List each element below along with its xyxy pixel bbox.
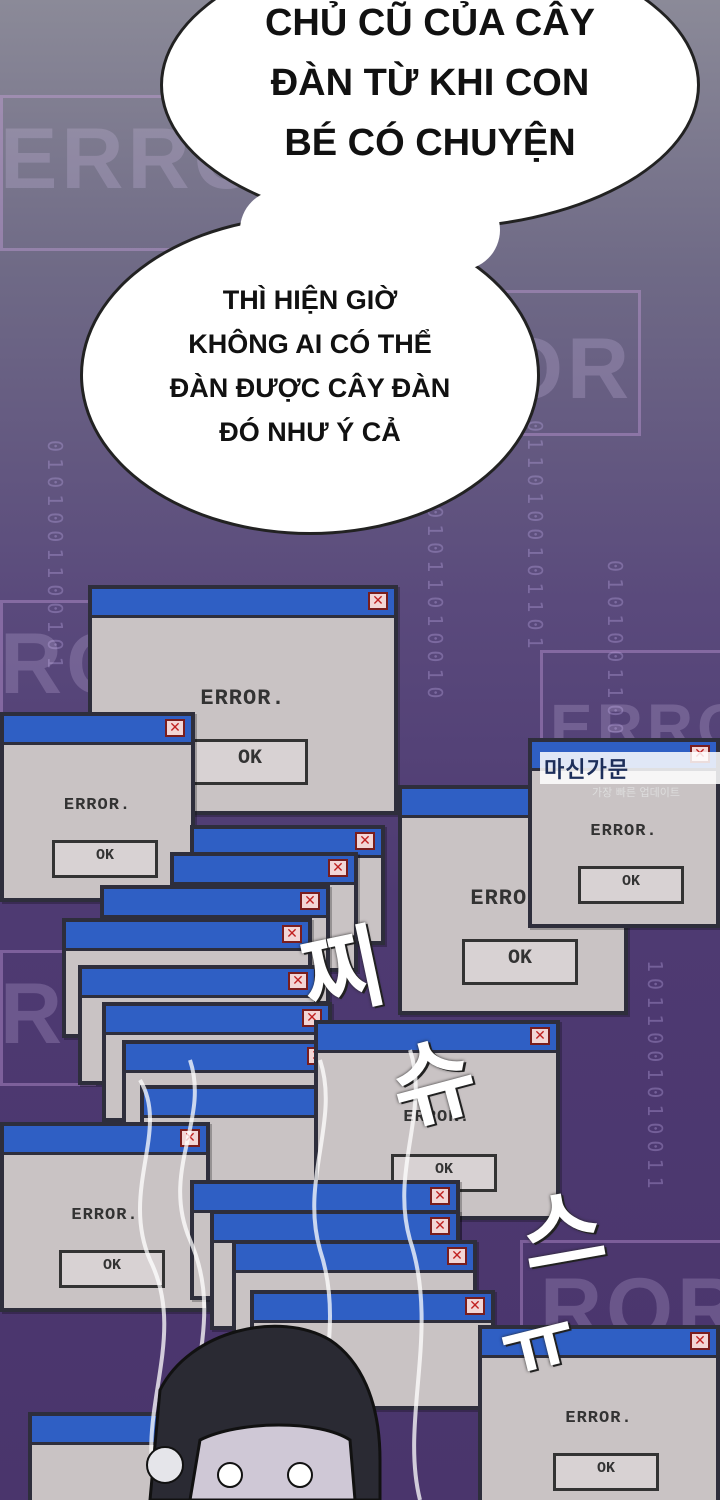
error-message: ERROR. — [403, 1108, 471, 1127]
dialog-title-bar[interactable]: ✕ — [4, 716, 191, 745]
close-icon[interactable]: ✕ — [430, 1187, 450, 1205]
close-icon[interactable]: ✕ — [355, 832, 375, 850]
error-message: ERROR. — [200, 686, 286, 711]
error-message: ERROR. — [63, 796, 132, 815]
error-message: ERROR. — [590, 822, 658, 841]
dialog-title-bar[interactable]: ✕ — [254, 1294, 491, 1323]
close-icon[interactable]: ✕ — [690, 1332, 710, 1350]
close-icon[interactable]: ✕ — [530, 1027, 550, 1045]
ok-button[interactable]: OK — [52, 840, 158, 878]
bubble-text-line: CHỦ CŨ CỦA CÂY — [264, 2, 596, 44]
bubble-join — [240, 190, 500, 270]
character-eye — [217, 1462, 243, 1488]
close-icon[interactable]: ✕ — [465, 1297, 485, 1315]
error-dialog[interactable]: ✕ ERROR. OK — [88, 585, 398, 815]
character-face — [188, 1423, 357, 1500]
dialog-title-bar[interactable]: ✕ — [82, 969, 314, 998]
error-dialog[interactable]: ✕ERROR.OK — [314, 1020, 560, 1220]
ok-button[interactable]: OK — [462, 939, 578, 985]
dialog-title-bar[interactable]: ✕ — [106, 1006, 328, 1035]
watermark-subtitle: 가장 빠른 업데이트 — [592, 786, 680, 799]
error-message: ERROR. — [565, 1409, 633, 1428]
ok-button[interactable]: OK — [192, 739, 308, 785]
error-dialog[interactable]: ✕ ERROR. OK — [0, 712, 195, 902]
close-icon[interactable]: ✕ — [165, 719, 185, 737]
bubble-text-line: THÌ HIỆN GIỜ — [222, 285, 398, 315]
dialog-title-bar[interactable]: ✕ — [174, 856, 354, 885]
dialog-title-bar[interactable]: ✕ — [214, 1214, 456, 1243]
bubble-text-line: ĐÀN TỪ KHI CON — [270, 62, 590, 104]
character-eye — [287, 1462, 313, 1488]
binary-column: 0101001100101 — [43, 440, 67, 675]
binary-column: 0110100101101 — [523, 420, 547, 655]
binary-column: 1011001010011 — [643, 960, 667, 1195]
bubble-text-line: BÉ CÓ CHUYỆN — [284, 122, 576, 164]
error-message: ERROR. — [71, 1206, 139, 1225]
bubble-text-line: ĐÀN ĐƯỢC CÂY ĐÀN — [169, 373, 451, 403]
close-icon[interactable]: ✕ — [430, 1217, 450, 1235]
close-icon[interactable]: ✕ — [282, 925, 302, 943]
ok-button[interactable]: OK — [553, 1453, 659, 1491]
headphone — [146, 1446, 184, 1484]
watermark-title: 마신가문 — [540, 752, 720, 784]
close-icon[interactable]: ✕ — [447, 1247, 467, 1265]
dialog-title-bar[interactable]: ✕ — [104, 889, 326, 918]
dialog-title-bar[interactable]: ✕ — [236, 1244, 473, 1273]
close-icon[interactable]: ✕ — [368, 592, 388, 610]
ok-button[interactable]: OK — [578, 866, 684, 904]
dialog-title-bar[interactable]: ✕ — [66, 922, 308, 951]
scanlator-watermark: 마신가문 가장 빠른 업데이트 — [540, 752, 720, 800]
close-icon[interactable]: ✕ — [288, 972, 308, 990]
close-icon[interactable]: ✕ — [300, 892, 320, 910]
close-icon[interactable]: ✕ — [328, 859, 348, 877]
dialog-title-bar[interactable]: ✕ — [92, 589, 394, 618]
dialog-title-bar[interactable]: ✕ — [318, 1024, 556, 1053]
dialog-title-bar[interactable]: ✕ — [482, 1329, 716, 1358]
dialog-title-bar[interactable]: ✕ — [144, 1089, 346, 1118]
ok-button[interactable]: OK — [59, 1250, 165, 1288]
bubble-text-line: KHÔNG AI CÓ THỂ — [188, 329, 432, 359]
error-dialog[interactable]: ✕ERROR.OK — [0, 1122, 210, 1312]
bubble-text-line: ĐÓ NHƯ Ý CẢ — [219, 417, 401, 447]
error-dialog[interactable]: ✕ ERROR. OK — [478, 1325, 720, 1500]
